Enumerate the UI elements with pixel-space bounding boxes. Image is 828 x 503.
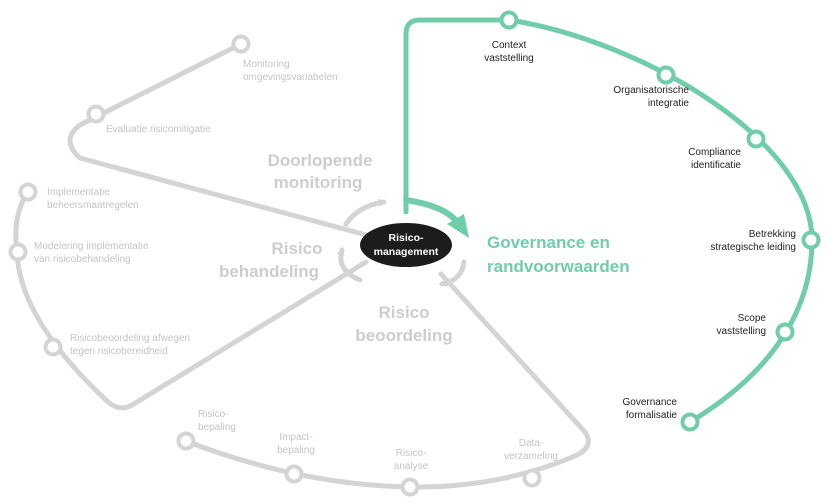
cycle-arrow-top [343,198,387,227]
center-label-line1: Risico- [388,232,424,244]
step-node [746,129,766,149]
step-label-line2: vaststelling [717,326,766,337]
governance-step: Compliance identificatie [688,129,766,171]
governance-step: Governance formalisatie [623,397,700,432]
sector-behandeling-line2: behandeling [219,262,319,281]
step-label-line2: beheersmaatregelen [47,200,139,211]
step-label-line1: Monitoring [243,59,290,70]
step-label-line1: Evaluatie risicomitigatie [106,124,211,135]
step-label-line1: Governance [623,397,678,408]
step-label-line1: Scope [738,313,767,324]
governance-step: Scope vaststelling [717,313,795,342]
behandeling-track [13,189,369,411]
governance-arrow [403,197,460,225]
beoordeling-step: Risico- bepaling [176,409,236,451]
step-label-line2: strategische leiding [710,242,796,253]
step-node [231,34,251,54]
step-node [43,337,63,357]
governance-step: Context vaststelling [484,10,534,64]
step-node [18,182,38,202]
step-label-line1: Impact- [279,432,312,443]
governance-step: Betrekking strategische leiding [710,229,821,253]
beoordeling-step: Risico- analyse [394,448,429,497]
step-node [86,104,106,124]
step-node [8,242,28,262]
cycle-arrow-bottom [439,259,467,287]
beoordeling-track [183,271,591,490]
step-label-line1: Organisatorische [613,85,689,96]
beoordeling-step: Data- verzameling [504,438,558,488]
step-label-line2: verzameling [504,451,558,462]
step-label-line1: Risico- [396,448,427,459]
behandeling-step: Modelering implementatie van risicobehan… [8,241,149,265]
step-label-line2: bepaling [198,422,236,433]
monitoring-track [67,41,373,239]
sector-behandeling-line1: Risico [271,239,322,258]
step-node [775,322,795,342]
monitoring-step: Evaluatie risicomitigatie [86,104,211,135]
step-label-line2: vaststelling [484,53,533,64]
step-label-line2: identificatie [691,160,741,171]
cycle-arrow-left [336,247,363,283]
step-node [680,412,700,432]
sector-monitoring-line2: monitoring [274,173,363,192]
sector-governance-line2: randvoorwaarden [487,257,630,276]
step-label-line1: Data- [519,438,543,449]
step-node [400,477,420,497]
step-node [522,468,542,488]
sector-beoordeling-line1: Risico [378,303,429,322]
step-label-line1: Implementatie [47,187,110,198]
governance-step: Organisatorische integratie [613,65,690,109]
step-node [656,65,676,85]
step-node [801,230,821,250]
step-label-line1: Compliance [688,147,741,158]
step-label-line2: van risicobehandeling [34,254,131,265]
sector-monitoring-line1: Doorlopende [268,151,373,170]
governance-arrowhead [447,214,469,238]
step-label-line1: Context [492,40,527,51]
step-label-line2: tegen risicobereidheid [70,346,168,357]
sector-governance-line1: Governance en [487,233,610,252]
step-node [499,10,519,30]
center-label-line2: management [374,246,439,258]
step-label-line2: integratie [648,98,690,109]
step-label-line2: omgevingsvariabelen [243,72,338,83]
behandeling-step: Implementatie beheersmaatregelen [18,182,139,211]
monitoring-step: Monitoring omgevingsvariabelen [231,34,338,83]
step-label-line1: Modelering implementatie [34,241,149,252]
governance-track [403,17,815,425]
beoordeling-step: Impact- bepaling [277,432,315,484]
step-label-line1: Betrekking [749,229,796,240]
step-label-line2: bepaling [277,445,315,456]
step-label-line1: Risico- [198,409,229,420]
step-node [176,431,196,451]
sector-beoordeling-line2: beoordeling [355,326,452,345]
step-label-line1: Risicobeoordeling afwegen [70,333,190,344]
step-label-line2: formalisatie [626,410,678,421]
behandeling-step: Risicobeoordeling afwegen tegen risicobe… [43,333,190,357]
center-node [360,223,452,267]
step-label-line2: analyse [394,461,429,472]
step-node [284,464,304,484]
